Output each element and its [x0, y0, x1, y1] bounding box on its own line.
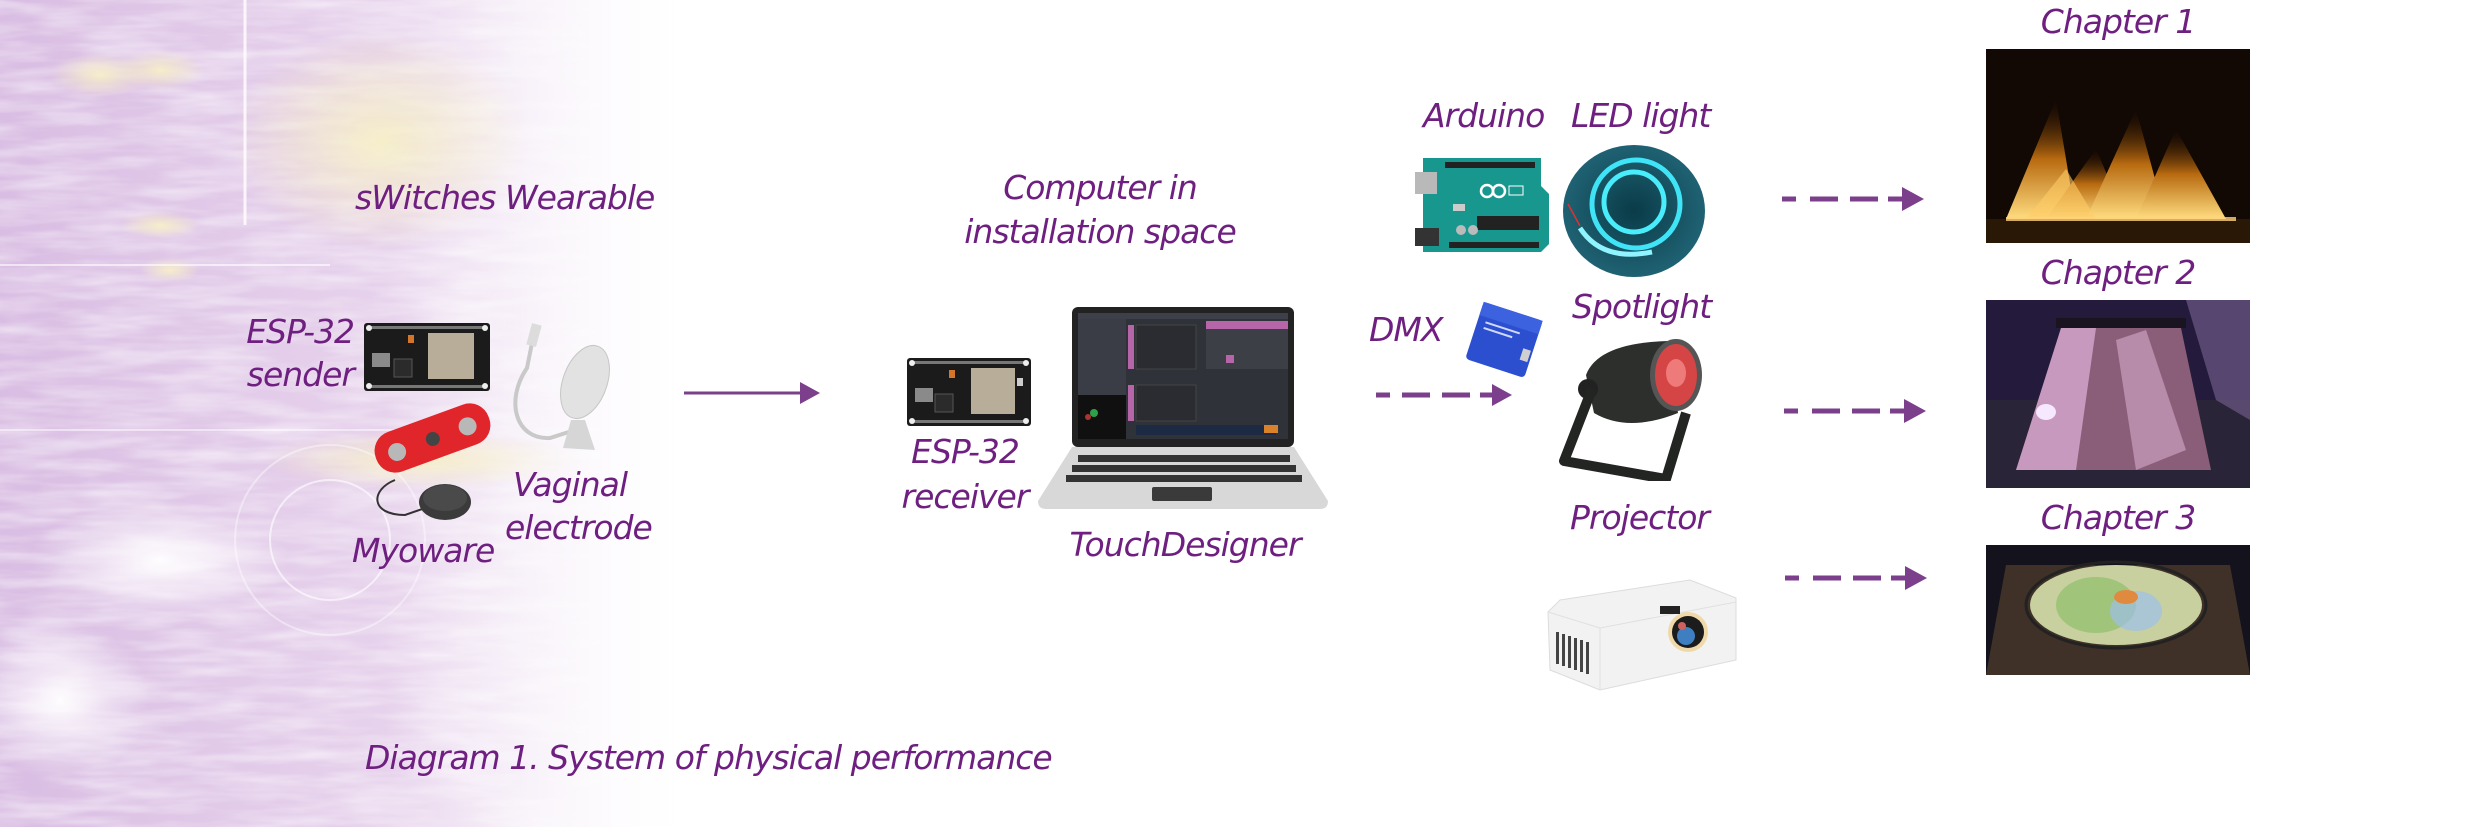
chapter-3-photo — [1986, 545, 2250, 675]
computer-title-line2: installation space — [964, 212, 1237, 251]
computer-title-line1: Computer in — [1003, 168, 1198, 207]
dmx-label: DMX — [1369, 310, 1443, 349]
arduino-board-icon — [1415, 158, 1549, 252]
diagram-caption: Diagram 1. System of physical performanc… — [365, 738, 1053, 777]
led-light-label: LED light — [1571, 96, 1711, 135]
arrow-projector-to-chapter-3 — [1785, 566, 1927, 590]
arduino-label: Arduino — [1423, 96, 1545, 135]
chapter-1-title: Chapter 1 — [2040, 2, 2196, 41]
arrow-spotlight-to-chapter-2 — [1784, 399, 1926, 423]
chapter-2-title: Chapter 2 — [2040, 253, 2196, 292]
esp-sender-label-line2: sender — [246, 355, 355, 394]
laptop-touchdesigner-icon — [1038, 307, 1328, 509]
led-light-strip-icon — [1563, 145, 1705, 277]
chapter-3-title: Chapter 3 — [2040, 498, 2196, 537]
esp32-receiver-board-icon — [907, 358, 1031, 426]
esp-receiver-label-line2: receiver — [901, 477, 1030, 516]
chapter-2-photo — [1986, 300, 2250, 488]
esp-sender-label-line1: ESP-32 — [246, 312, 355, 351]
spotlight-label: Spotlight — [1572, 287, 1712, 326]
myoware-label: Myoware — [352, 531, 495, 570]
chapter-1-photo — [1986, 49, 2250, 243]
vaginal-electrode-label-line1: Vaginal — [512, 465, 628, 504]
wearable-title: sWitches Wearable — [355, 178, 655, 217]
esp-receiver-label-line1: ESP-32 — [911, 432, 1020, 471]
myoware-sensor-icon — [374, 403, 491, 520]
vaginal-electrode-label-line2: electrode — [505, 508, 653, 547]
projector-label: Projector — [1570, 498, 1710, 537]
vaginal-electrode-icon — [513, 323, 610, 450]
spotlight-fixture-icon — [1559, 339, 1702, 481]
dmx-interface-icon — [1466, 301, 1543, 377]
arrow-wearable-to-computer — [684, 382, 820, 404]
arrow-computer-to-dmx — [1376, 384, 1512, 406]
projector-icon — [1547, 579, 1737, 691]
arrow-led-to-chapter-1 — [1782, 187, 1924, 211]
esp32-sender-board-icon — [364, 323, 490, 391]
touchdesigner-label: TouchDesigner — [1069, 525, 1301, 564]
